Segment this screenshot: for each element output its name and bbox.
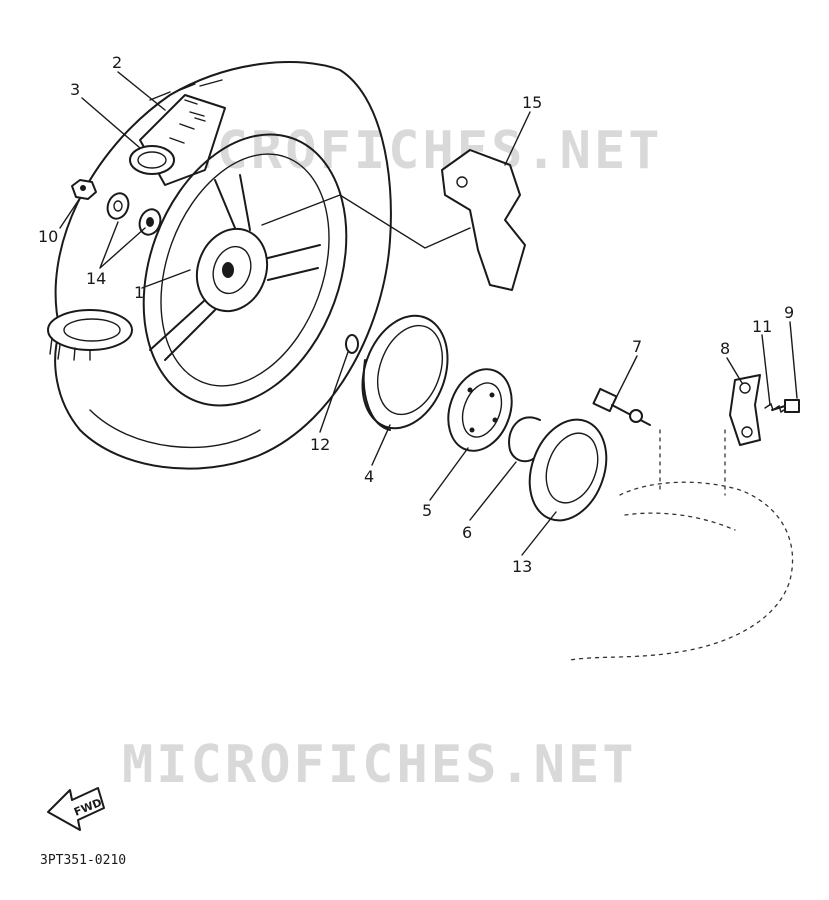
part-label-9: 9 bbox=[784, 303, 794, 322]
part-label-8: 8 bbox=[720, 339, 730, 358]
part-label-12: 12 bbox=[310, 435, 330, 454]
part-label-5: 5 bbox=[422, 501, 432, 520]
wheel-rim-icon bbox=[142, 133, 348, 407]
wheel-bolt-icon bbox=[592, 387, 651, 426]
seal-icon bbox=[528, 418, 608, 522]
part-label-15: 15 bbox=[522, 93, 542, 112]
tire-valve-icon bbox=[129, 145, 175, 175]
bearing-icon bbox=[447, 368, 513, 452]
brake-drum-icon bbox=[361, 314, 449, 431]
part-label-2: 2 bbox=[112, 53, 122, 72]
part-label-7: 7 bbox=[632, 337, 642, 356]
washer-icon bbox=[345, 334, 359, 354]
wheel-bolt-icon bbox=[71, 179, 97, 200]
watermark-bottom: MICROFICHES.NET bbox=[122, 735, 637, 795]
bracket-icon bbox=[729, 374, 761, 446]
washer-icon bbox=[106, 192, 162, 236]
part-label-4: 4 bbox=[364, 467, 374, 486]
part-label-14: 14 bbox=[86, 269, 106, 288]
part-label-10: 10 bbox=[38, 227, 58, 246]
wheel-bolt-icon bbox=[771, 399, 800, 413]
leader-lines bbox=[59, 71, 798, 556]
cover-plate-icon bbox=[441, 149, 526, 291]
part-label-13: 13 bbox=[512, 557, 532, 576]
watermark-top: MICROFICHES.NET bbox=[148, 121, 663, 181]
part-label-6: 6 bbox=[462, 523, 472, 542]
part-code: 3PT351-0210 bbox=[40, 853, 126, 868]
part-label-1: 1 bbox=[134, 283, 144, 302]
part-label-11: 11 bbox=[752, 317, 772, 336]
part-label-3: 3 bbox=[70, 80, 80, 99]
circlip-icon bbox=[508, 416, 541, 463]
forward-arrow-icon: FWD bbox=[47, 787, 105, 831]
engine-outline bbox=[569, 429, 794, 661]
